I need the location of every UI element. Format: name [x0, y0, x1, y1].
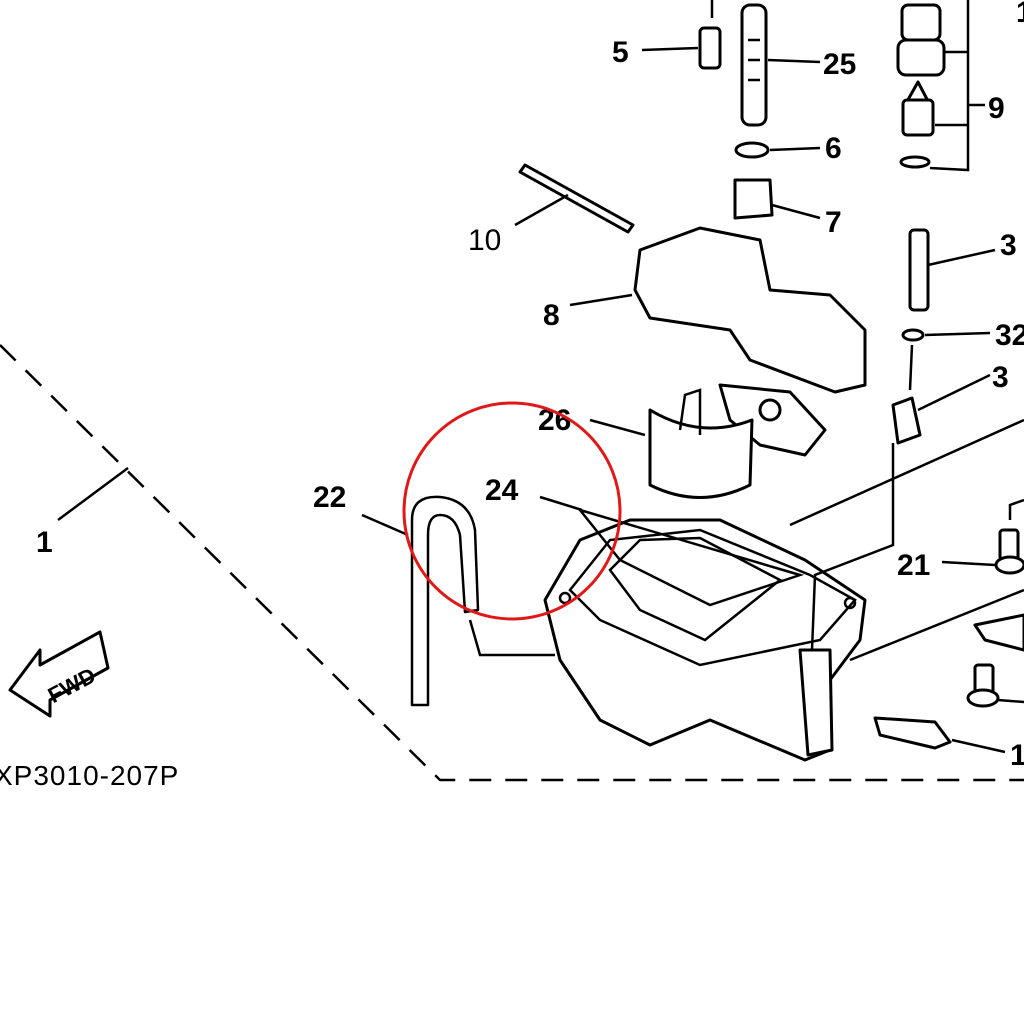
label-8: 8 — [543, 299, 560, 332]
label-21: 21 — [897, 549, 930, 582]
part-22-hose — [410, 495, 480, 707]
part-7-nut — [733, 178, 774, 220]
label-3-upper: 3 — [1000, 229, 1017, 262]
label-25: 25 — [823, 48, 856, 81]
part-26-cup — [648, 383, 827, 499]
bracket-plate — [973, 613, 1024, 652]
label-22: 22 — [313, 481, 346, 514]
part-10-pin — [518, 163, 635, 234]
label-32: 32 — [995, 319, 1024, 352]
lower-screw — [966, 663, 1024, 708]
label-3-lower: 3 — [992, 361, 1009, 394]
label-top-right-cut: 1 — [1016, 0, 1024, 29]
part-5-screw — [698, 0, 722, 70]
part-8-float — [633, 226, 867, 394]
label-1: 1 — [1010, 739, 1024, 772]
highlight-circle — [402, 401, 622, 621]
leader-1-assembly — [57, 466, 129, 522]
label-6: 6 — [825, 132, 842, 165]
label-5: 5 — [612, 36, 629, 69]
label-7: 7 — [825, 206, 842, 239]
part-25-tube — [740, 3, 768, 127]
part-1-screw — [873, 716, 1006, 754]
drain-bracket — [798, 648, 834, 757]
figure-code: XP3010-207P — [0, 760, 179, 791]
assembly-boundary-dashed — [0, 344, 1024, 782]
label-24: 24 — [485, 474, 519, 507]
label-26: 26 — [538, 404, 571, 437]
part-24-gasket — [576, 507, 805, 607]
part-3-main-jet — [891, 396, 922, 445]
label-9: 9 — [988, 92, 1005, 125]
part-3-jet — [901, 228, 930, 391]
part-21-screw — [994, 498, 1024, 575]
float-bowl — [543, 418, 1024, 762]
part-9-needle-valve — [896, 0, 985, 172]
label-1-assembly: 1 — [36, 526, 53, 559]
fwd-arrow-icon: FWD — [8, 630, 110, 718]
part-6-washer — [734, 141, 770, 159]
label-10: 10 — [468, 224, 501, 257]
